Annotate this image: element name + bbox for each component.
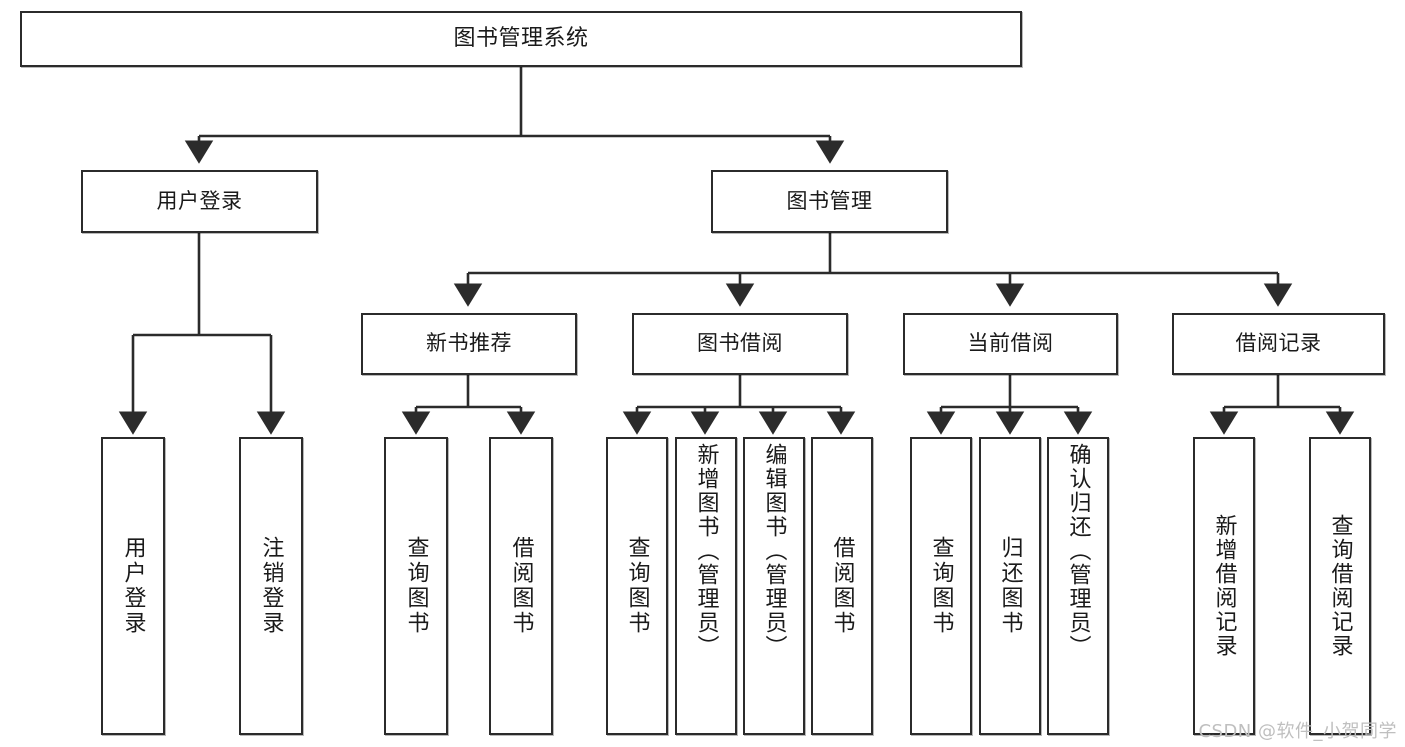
node-leaf-query-book-2-label: 查询图书 [624, 536, 650, 636]
node-leaf-borrow-book-2[interactable]: 借阅图书 [811, 437, 873, 735]
node-leaf-borrow-book-2-label: 借阅图书 [829, 536, 855, 636]
node-current-borrow-label: 当前借阅 [967, 331, 1054, 356]
node-leaf-query-book-3-label: 查询图书 [928, 536, 954, 636]
watermark: CSDN @软件_小贺同学 [1198, 721, 1397, 742]
node-root[interactable]: 图书管理系统 [20, 11, 1022, 67]
node-leaf-query-record-label: 查询借阅记录 [1327, 514, 1353, 658]
node-leaf-confirm-return-label: 确认归还（管理员） [1065, 443, 1091, 659]
node-user-login[interactable]: 用户登录 [81, 170, 318, 233]
node-leaf-return-book[interactable]: 归还图书 [979, 437, 1041, 735]
node-book-manage-label: 图书管理 [786, 188, 873, 213]
node-leaf-return-book-label: 归还图书 [997, 536, 1023, 636]
node-book-manage[interactable]: 图书管理 [711, 170, 948, 233]
node-new-book-recommend[interactable]: 新书推荐 [361, 313, 577, 375]
node-new-book-recommend-label: 新书推荐 [426, 331, 512, 356]
node-book-borrow-label: 图书借阅 [697, 331, 783, 356]
node-user-login-label: 用户登录 [156, 188, 243, 213]
node-leaf-user-login-label: 用户登录 [120, 536, 146, 636]
node-leaf-query-book-1[interactable]: 查询图书 [384, 437, 448, 735]
node-root-label: 图书管理系统 [453, 25, 589, 51]
node-leaf-add-book[interactable]: 新增图书（管理员） [675, 437, 737, 735]
node-leaf-add-record[interactable]: 新增借阅记录 [1193, 437, 1255, 735]
node-leaf-query-book-1-label: 查询图书 [403, 536, 429, 636]
node-leaf-logout-login[interactable]: 注销登录 [239, 437, 303, 735]
node-leaf-edit-book[interactable]: 编辑图书（管理员） [743, 437, 805, 735]
node-leaf-confirm-return[interactable]: 确认归还（管理员） [1047, 437, 1109, 735]
node-leaf-query-record[interactable]: 查询借阅记录 [1309, 437, 1371, 735]
node-leaf-user-login[interactable]: 用户登录 [101, 437, 165, 735]
node-leaf-add-record-label: 新增借阅记录 [1211, 514, 1237, 658]
node-borrow-record[interactable]: 借阅记录 [1172, 313, 1385, 375]
node-leaf-query-book-3[interactable]: 查询图书 [910, 437, 972, 735]
node-leaf-logout-login-label: 注销登录 [258, 536, 284, 636]
node-leaf-add-book-label: 新增图书（管理员） [693, 443, 719, 659]
node-current-borrow[interactable]: 当前借阅 [903, 313, 1118, 375]
node-leaf-edit-book-label: 编辑图书（管理员） [761, 443, 787, 659]
node-leaf-query-book-2[interactable]: 查询图书 [606, 437, 668, 735]
node-leaf-borrow-book-1[interactable]: 借阅图书 [489, 437, 553, 735]
node-borrow-record-label: 借阅记录 [1235, 331, 1322, 356]
node-book-borrow[interactable]: 图书借阅 [632, 313, 848, 375]
node-leaf-borrow-book-1-label: 借阅图书 [508, 536, 534, 636]
